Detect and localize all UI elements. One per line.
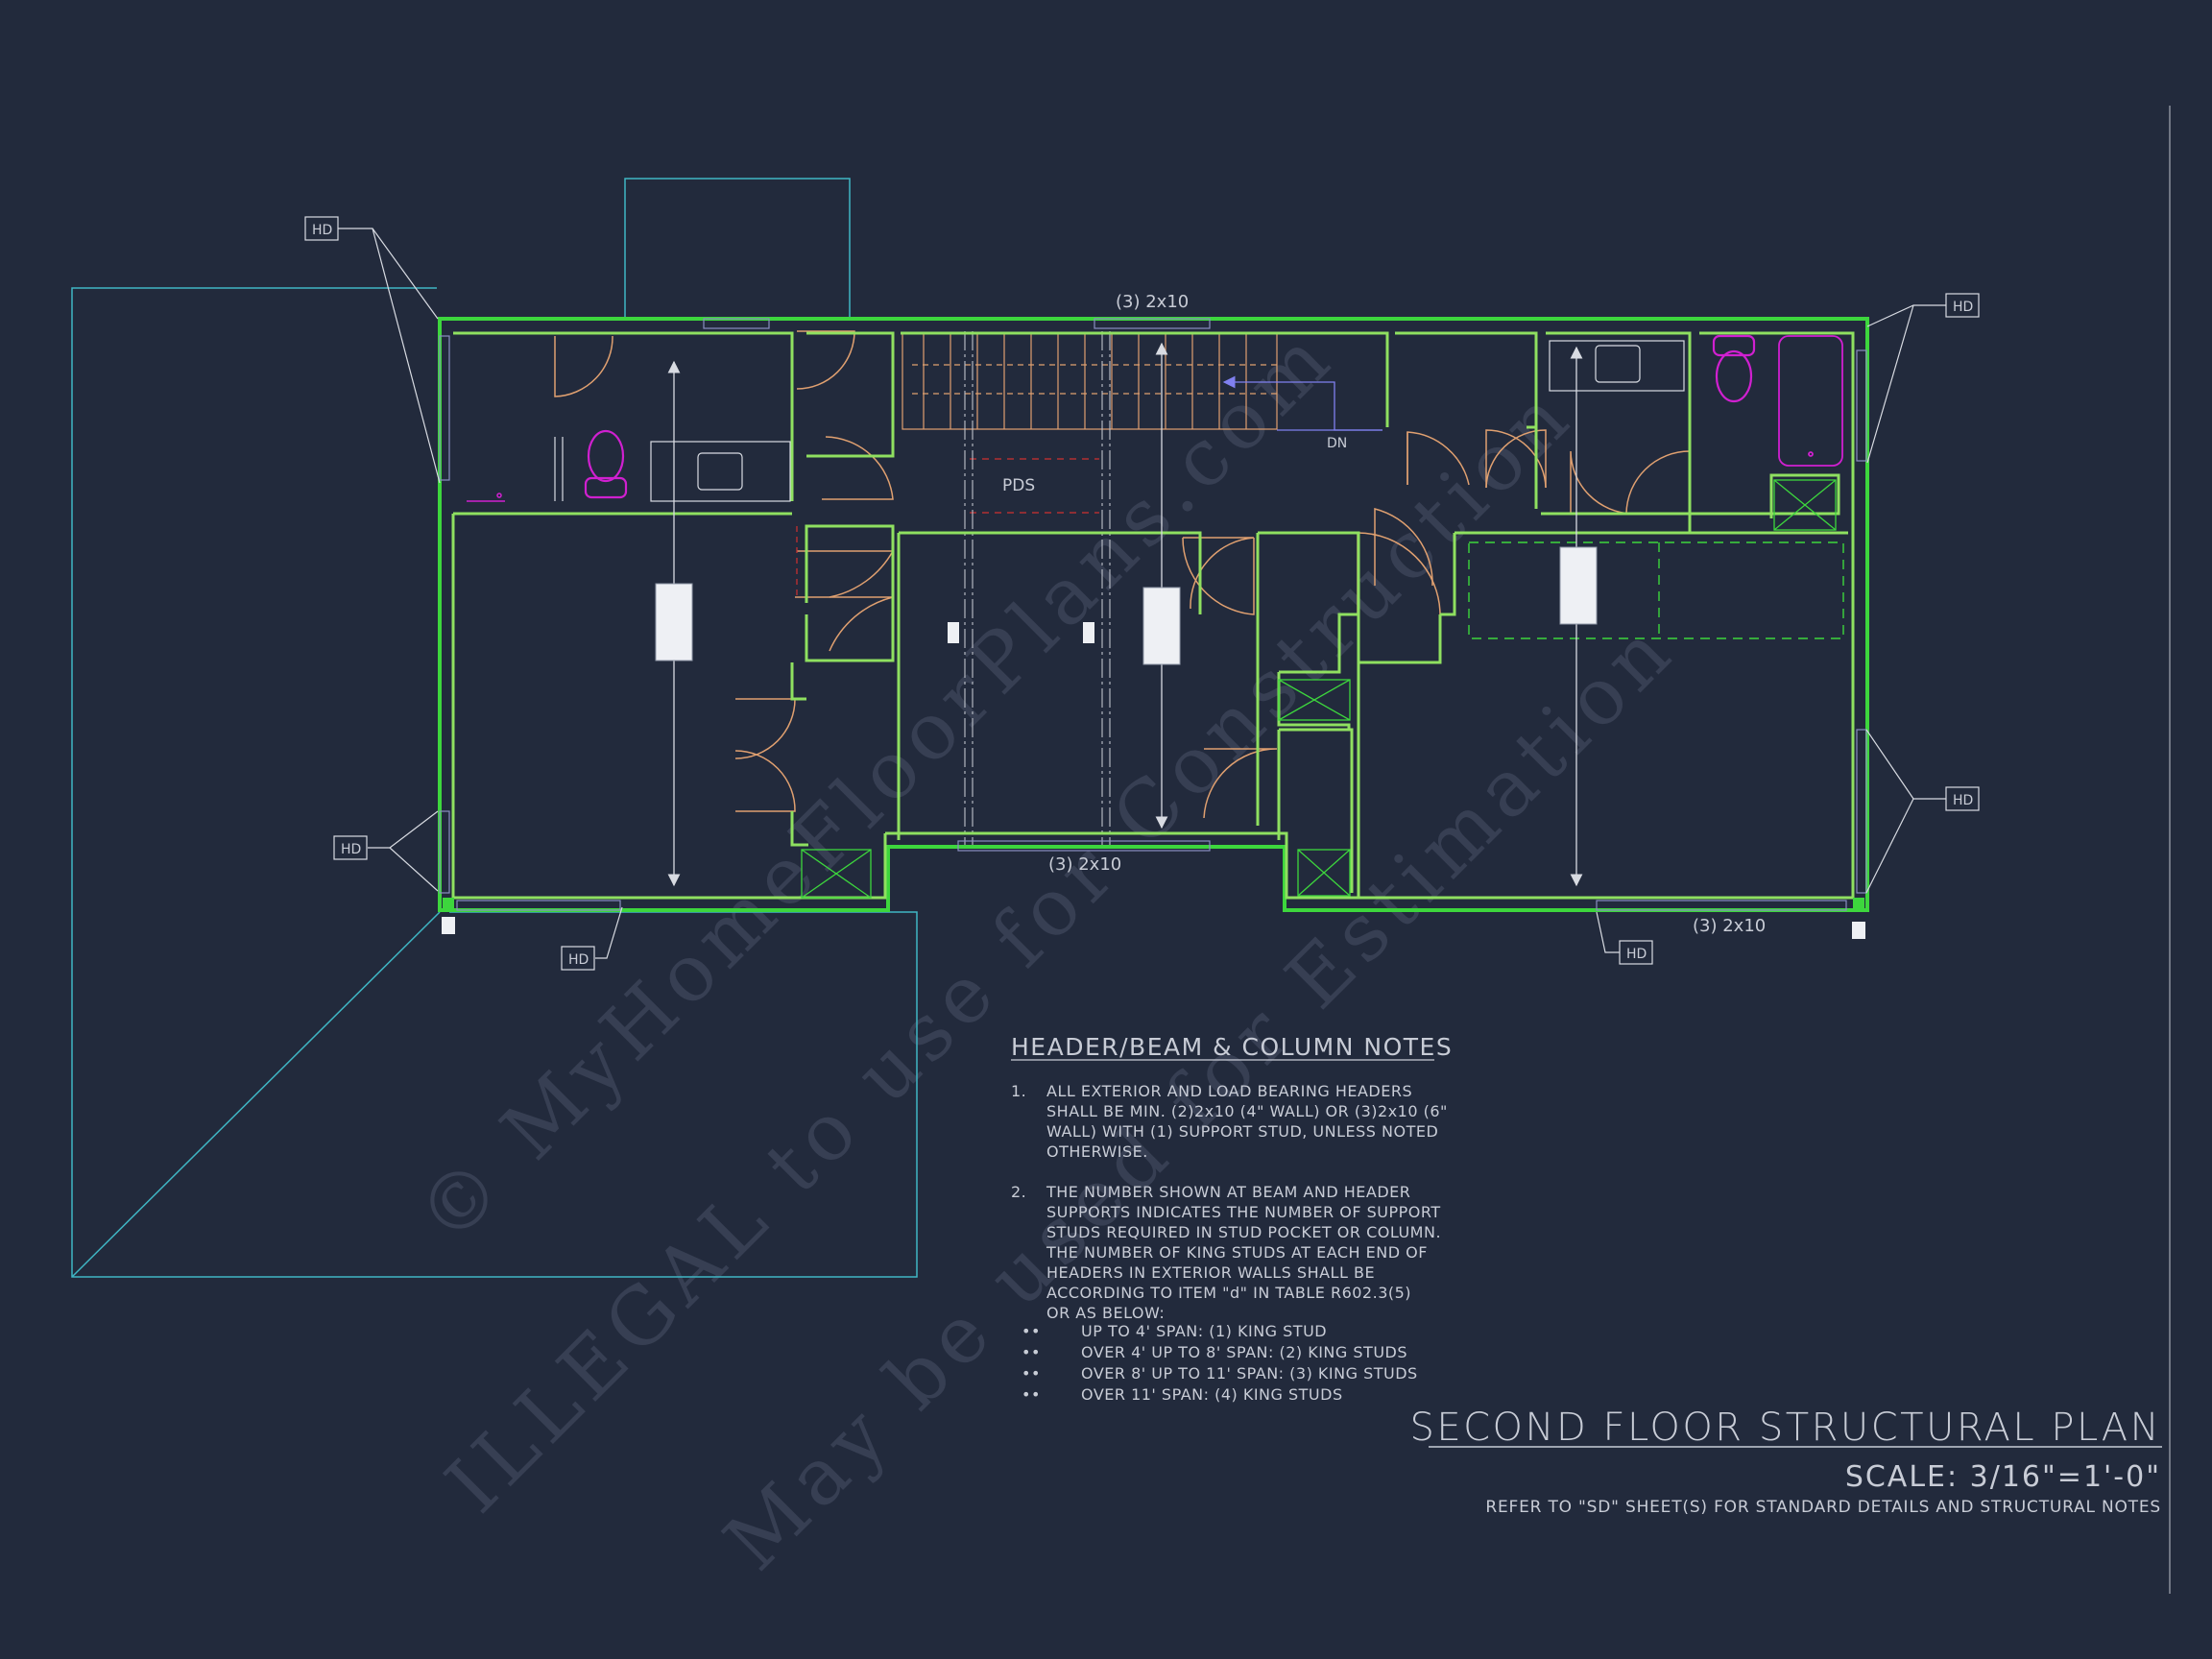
hd-tag: HD <box>1619 940 1653 965</box>
bullet-symbol: •• <box>1022 1343 1041 1361</box>
scale-label: SCALE: <box>1845 1460 1970 1494</box>
note-2-number: 2. <box>1011 1183 1026 1201</box>
hd-tag: HD <box>561 946 595 971</box>
column-post-icon <box>442 622 1865 939</box>
hd-tag-label: HD <box>1626 947 1647 962</box>
door-swing <box>734 698 796 759</box>
door-swing <box>1625 450 1691 515</box>
note-2-line: OR AS BELOW: <box>1046 1304 1165 1322</box>
hd-tag: HD <box>1945 786 1980 811</box>
storage-x-boxes <box>801 479 1837 899</box>
scale-value: 3/16"=1'-0" <box>1970 1460 2161 1494</box>
note-2-line: SUPPORTS INDICATES THE NUMBER OF SUPPORT <box>1046 1203 1441 1221</box>
note-2-line: HEADERS IN EXTERIOR WALLS SHALL BE <box>1046 1263 1375 1282</box>
door-swing <box>1182 537 1255 615</box>
hd-tag: HD <box>1945 293 1980 318</box>
span-arrows <box>667 342 1583 887</box>
bullet-symbol: •• <box>1022 1322 1041 1340</box>
sheet-title: SECOND FLOOR STRUCTURAL PLAN <box>1409 1406 2161 1450</box>
door-swing <box>822 436 894 500</box>
corner-posts <box>443 898 1864 909</box>
title-block: SECOND FLOOR STRUCTURAL PLAN SCALE: 3/16… <box>1409 1406 2162 1517</box>
door-swing <box>1183 537 1255 610</box>
bathtub-icon <box>1778 335 1843 467</box>
note-1-line: ALL EXTERIOR AND LOAD BEARING HEADERS <box>1046 1082 1412 1100</box>
bullet-item: UP TO 4' SPAN: (1) KING STUD <box>1081 1322 1327 1340</box>
note-1-line: OTHERWISE. <box>1046 1142 1148 1161</box>
door-swing <box>734 750 796 812</box>
door-swing <box>1485 429 1547 489</box>
door-swing <box>1203 748 1278 819</box>
header-label-bottom-right: (3) 2x10 <box>1693 916 1766 936</box>
header-label-middle: (3) 2x10 <box>1048 854 1121 875</box>
hd-tag: HD <box>333 835 368 860</box>
beam-lines <box>964 331 1111 847</box>
doors <box>554 330 1691 819</box>
door-swing <box>796 330 855 390</box>
bullet-symbol: •• <box>1022 1364 1041 1382</box>
hd-tag-label: HD <box>312 223 332 238</box>
beam-symbols <box>655 546 1598 665</box>
door-swing <box>1570 450 1633 515</box>
header-beam-notes: HEADER/BEAM & COLUMN NOTES 1. ALL EXTERI… <box>1011 1033 1453 1404</box>
bullet-item: OVER 8' UP TO 11' SPAN: (3) KING STUDS <box>1081 1364 1418 1382</box>
stair-arrow <box>1222 375 1382 431</box>
shower-valve-icon <box>467 493 505 502</box>
interior-walls <box>451 331 1855 900</box>
window-frames <box>439 318 1867 911</box>
header-label-top: (3) 2x10 <box>1116 292 1189 312</box>
note-1-number: 1. <box>1011 1082 1026 1100</box>
door-swing <box>1407 431 1470 486</box>
notes-heading: HEADER/BEAM & COLUMN NOTES <box>1011 1033 1453 1061</box>
sink-icon <box>554 340 1685 502</box>
door-swing <box>554 335 613 397</box>
note-2-line: STUDS REQUIRED IN STUD POCKET OR COLUMN. <box>1046 1223 1441 1241</box>
note-2-line: THE NUMBER OF KING STUDS AT EACH END OF <box>1046 1243 1428 1262</box>
door-swing <box>1357 532 1441 615</box>
stair-down-label: DN <box>1327 436 1347 451</box>
hd-tag-label: HD <box>1953 300 1973 315</box>
pds-label: PDS <box>1002 476 1035 495</box>
roof-hip-line <box>71 911 441 1278</box>
closet-shelf-lines <box>1468 541 1844 639</box>
hd-tag: HD <box>304 216 339 241</box>
note-2-line: ACCORDING TO ITEM "d" IN TABLE R602.3(5) <box>1046 1284 1411 1302</box>
door-swing <box>795 596 894 652</box>
watermark-line-2: ILLEGAL to use for Construction <box>429 369 1591 1530</box>
door-swing <box>1374 508 1433 587</box>
door-swing <box>1485 429 1547 489</box>
bullet-item: OVER 11' SPAN: (4) KING STUDS <box>1081 1385 1343 1404</box>
bullet-item: OVER 4' UP TO 8' SPAN: (2) KING STUDS <box>1081 1343 1407 1361</box>
door-swing <box>797 550 895 598</box>
top-bump-outline <box>624 178 851 317</box>
note-1-line: SHALL BE MIN. (2)2x10 (4" WALL) OR (3)2x… <box>1046 1102 1448 1120</box>
toilet-icon <box>1712 334 1756 403</box>
hd-tag-label: HD <box>568 952 589 968</box>
hd-tag-label: HD <box>341 842 361 857</box>
hd-tag-label: HD <box>1953 793 1973 808</box>
note-2-line: THE NUMBER SHOWN AT BEAM AND HEADER <box>1046 1183 1410 1201</box>
reference-note: REFER TO "SD" SHEET(S) FOR STANDARD DETA… <box>1485 1498 2161 1517</box>
stair-icon <box>902 332 1278 430</box>
bullet-symbol: •• <box>1022 1385 1041 1404</box>
hd-leaders <box>338 228 1946 959</box>
pds-box <box>970 458 1099 514</box>
note-1-line: WALL) WITH (1) SUPPORT STUD, UNLESS NOTE… <box>1046 1122 1438 1141</box>
toilet-icon <box>584 429 628 499</box>
scale-text: SCALE: 3/16"=1'-0" <box>1845 1460 2161 1494</box>
